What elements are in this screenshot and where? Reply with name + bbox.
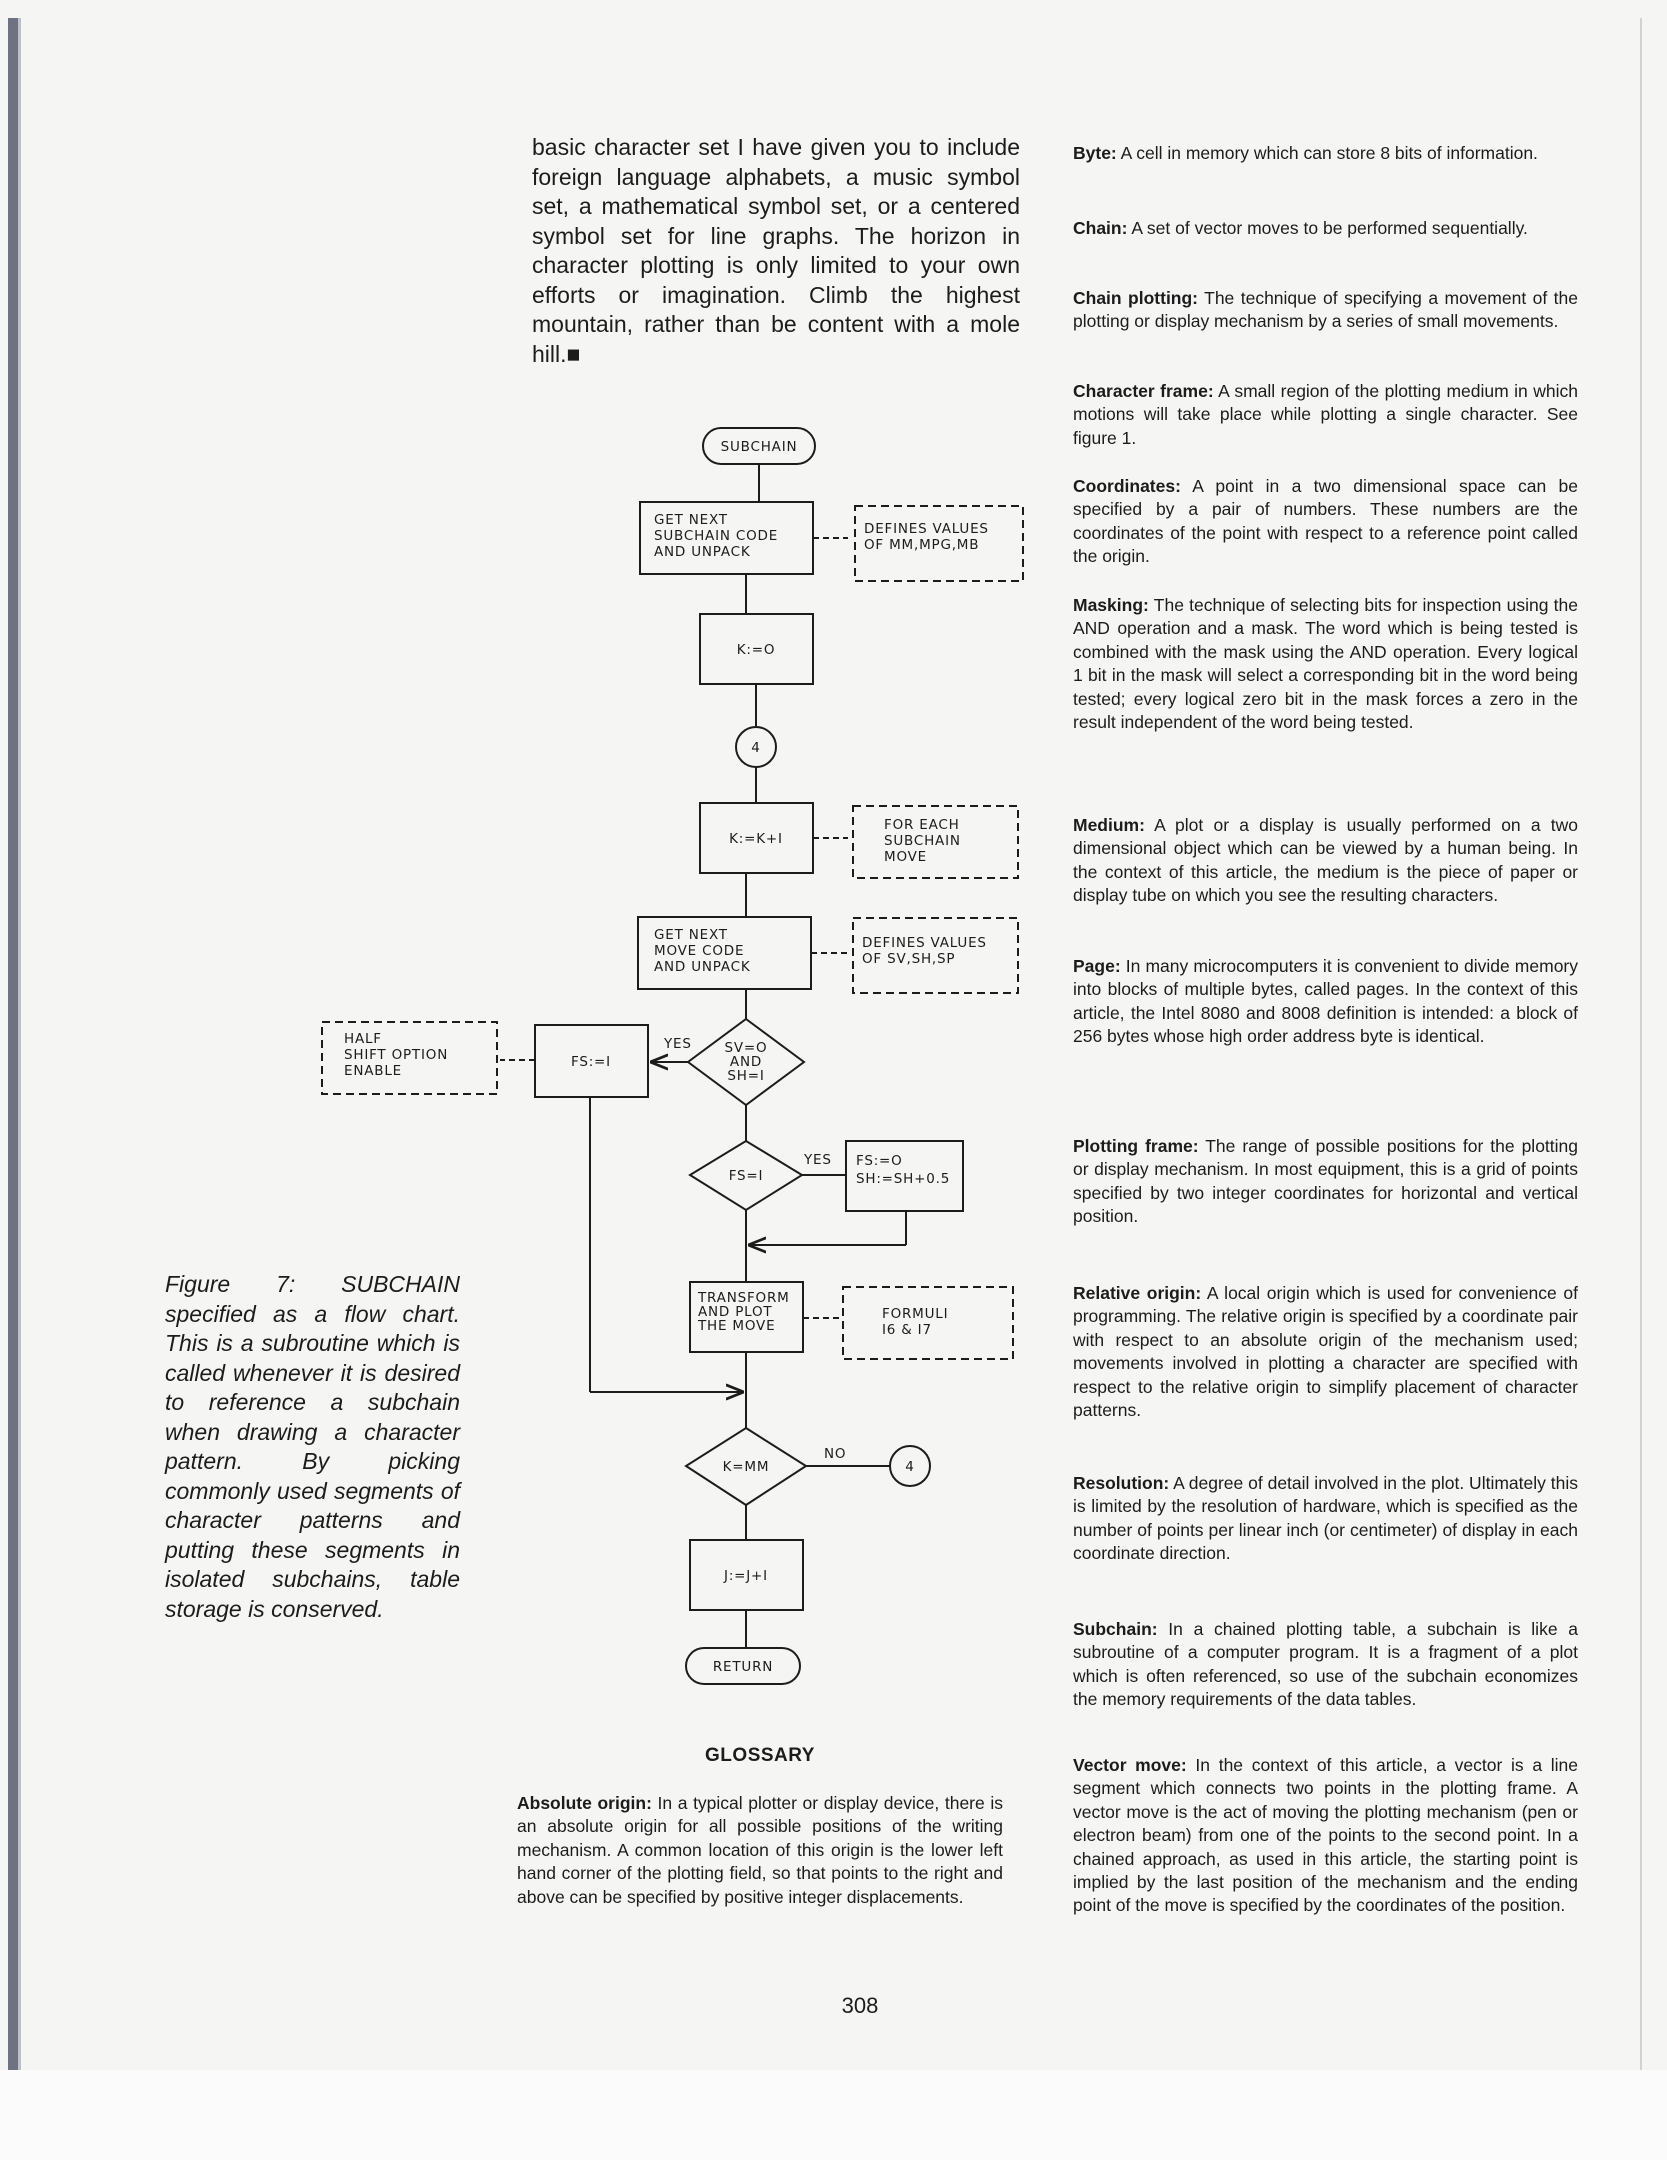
glossary-term: Coordinates: xyxy=(1073,476,1181,496)
defines-mm-annotation xyxy=(854,505,1024,582)
glossary-definition: In many microcomputers it is convenient … xyxy=(1073,956,1578,1047)
fs-one-label: FS:=I xyxy=(571,1054,611,1070)
get-next-subchain-l3: AND UNPACK xyxy=(654,544,751,560)
page-number: 308 xyxy=(841,1993,879,2018)
fs-zero-box xyxy=(845,1140,964,1212)
glossary-definition: A degree of detail involved in the plot.… xyxy=(1073,1473,1578,1564)
glossary-entry-page: Page: In many microcomputers it is conve… xyxy=(1073,955,1578,1049)
diamond-sv-l1: SV=O xyxy=(725,1040,768,1056)
page-bottom-margin xyxy=(0,2070,1667,2160)
glossary-entry-resolution: Resolution: A degree of detail involved … xyxy=(1073,1472,1578,1566)
glossary-term: Subchain: xyxy=(1073,1619,1158,1639)
glossary-definition: The range of possible positions for the … xyxy=(1073,1136,1578,1227)
glossary-entry-chain-plotting: Chain plotting: The technique of specify… xyxy=(1073,287,1578,334)
glossary-term: Masking: xyxy=(1073,595,1149,615)
defines-sv-l2: OF SV,SH,SP xyxy=(862,951,955,967)
glossary-definition: A small region of the plotting medium in… xyxy=(1073,381,1578,448)
glossary-term: Character frame: xyxy=(1073,381,1214,401)
half-shift-l3: ENABLE xyxy=(344,1063,402,1079)
k-increment-label: K:=K+I xyxy=(729,831,783,847)
diamond-sv-l2: AND xyxy=(730,1054,762,1070)
formuli-annotation xyxy=(842,1286,1014,1360)
get-next-move-l1: GET NEXT xyxy=(654,927,728,943)
connector-4-bottom xyxy=(889,1445,931,1487)
page-edge-shadow xyxy=(18,18,21,2070)
glossary-term: Relative origin: xyxy=(1073,1283,1202,1303)
subchain-label: SUBCHAIN xyxy=(721,439,798,455)
glossary-entry-byte: Byte: A cell in memory which can store 8… xyxy=(1073,142,1578,165)
glossary-entry-masking: Masking: The technique of selecting bits… xyxy=(1073,594,1578,734)
glossary-definition: The technique of specifying a movement o… xyxy=(1073,288,1578,332)
formuli-l2: I6 & I7 xyxy=(882,1322,932,1338)
glossary-title: GLOSSARY xyxy=(705,1745,815,1766)
glossary-term: Medium: xyxy=(1073,815,1145,835)
no-label: NO xyxy=(824,1446,846,1462)
formuli-l1: FORMULI xyxy=(882,1306,948,1322)
for-each-l3: MOVE xyxy=(884,849,927,865)
defines-mm-l1: DEFINES VALUES xyxy=(864,521,989,537)
glossary-definition: A plot or a display is usually performed… xyxy=(1073,815,1578,906)
glossary-definition: A cell in memory which can store 8 bits … xyxy=(1116,143,1538,163)
diamond-sv-l3: SH=I xyxy=(727,1068,764,1084)
half-shift-annotation xyxy=(321,1021,498,1095)
defines-sv-annotation xyxy=(852,917,1019,994)
glossary-entry-medium: Medium: A plot or a display is usually p… xyxy=(1073,814,1578,908)
fs-zero-l1: FS:=O xyxy=(856,1153,903,1169)
glossary-entry-coordinates: Coordinates: A point in a two dimensiona… xyxy=(1073,475,1578,569)
return-terminal xyxy=(685,1647,801,1685)
glossary-definition: A local origin which is used for conveni… xyxy=(1073,1283,1578,1421)
glossary-term: Plotting frame: xyxy=(1073,1136,1199,1156)
glossary-definition: A point in a two dimensional space can b… xyxy=(1073,476,1578,567)
glossary-term: Chain: xyxy=(1073,218,1128,238)
for-each-l2: SUBCHAIN xyxy=(884,833,961,849)
get-next-subchain-l1: GET NEXT xyxy=(654,512,728,528)
transform-l1: TRANSFORM xyxy=(697,1290,790,1306)
yes-label-1: YES xyxy=(663,1036,692,1052)
glossary-entry-absolute-origin: Absolute origin: In a typical plotter or… xyxy=(517,1792,1003,1909)
glossary-entry-character-frame: Character frame: A small region of the p… xyxy=(1073,380,1578,450)
glossary-definition: A set of vector moves to be performed se… xyxy=(1127,218,1528,238)
glossary-definition: In a chained plotting table, a subchain … xyxy=(1073,1619,1578,1710)
glossary-entry-chain: Chain: A set of vector moves to be perfo… xyxy=(1073,217,1578,240)
page-edge-binding xyxy=(8,18,18,2070)
intro-paragraph: basic character set I have given you to … xyxy=(532,134,1020,367)
get-next-move-l2: MOVE CODE xyxy=(654,943,744,959)
get-next-move-l3: AND UNPACK xyxy=(654,959,751,975)
connector-4-bottom-label: 4 xyxy=(905,1459,914,1475)
glossary-definition: In a typical plotter or display device, … xyxy=(517,1793,1003,1907)
diamond-k-label: K=MM xyxy=(723,1459,770,1475)
yes-label-2: YES xyxy=(803,1152,832,1168)
page-edge-right xyxy=(1640,18,1642,2070)
glossary-term: Resolution: xyxy=(1073,1473,1170,1493)
half-shift-l2: SHIFT OPTION xyxy=(344,1047,448,1063)
for-each-annotation xyxy=(852,805,1019,879)
glossary-term: Chain plotting: xyxy=(1073,288,1199,308)
glossary-term: Absolute origin: xyxy=(517,1793,652,1813)
glossary-entry-subchain: Subchain: In a chained plotting table, a… xyxy=(1073,1618,1578,1712)
transform-l2: AND PLOT xyxy=(698,1304,772,1320)
fs-zero-l2: SH:=SH+0.5 xyxy=(856,1171,950,1187)
half-shift-l1: HALF xyxy=(344,1031,382,1047)
glossary-entry-relative-origin: Relative origin: A local origin which is… xyxy=(1073,1282,1578,1422)
glossary-term: Byte: xyxy=(1073,143,1117,163)
figure-caption: Figure 7: SUBCHAIN specified as a flow c… xyxy=(165,1271,460,1622)
return-label: RETURN xyxy=(713,1659,773,1675)
defines-sv-l1: DEFINES VALUES xyxy=(862,935,987,951)
connector-4-top-label: 4 xyxy=(751,740,760,756)
get-next-subchain-l2: SUBCHAIN CODE xyxy=(654,528,778,544)
glossary-term: Page: xyxy=(1073,956,1121,976)
k-zero-label: K:=O xyxy=(737,642,776,658)
glossary-entry-plotting-frame: Plotting frame: The range of possible po… xyxy=(1073,1135,1578,1229)
glossary-term: Vector move: xyxy=(1073,1755,1187,1775)
glossary-definition: In the context of this article, a vector… xyxy=(1073,1755,1578,1916)
defines-mm-l2: OF MM,MPG,MB xyxy=(864,537,979,553)
glossary-entry-vector-move: Vector move: In the context of this arti… xyxy=(1073,1754,1578,1918)
j-increment-label: J:=J+I xyxy=(723,1568,768,1584)
for-each-l1: FOR EACH xyxy=(884,817,960,833)
diamond-fs-label: FS=I xyxy=(729,1168,764,1184)
transform-l3: THE MOVE xyxy=(697,1318,775,1334)
glossary-definition: The technique of selecting bits for insp… xyxy=(1073,595,1578,733)
